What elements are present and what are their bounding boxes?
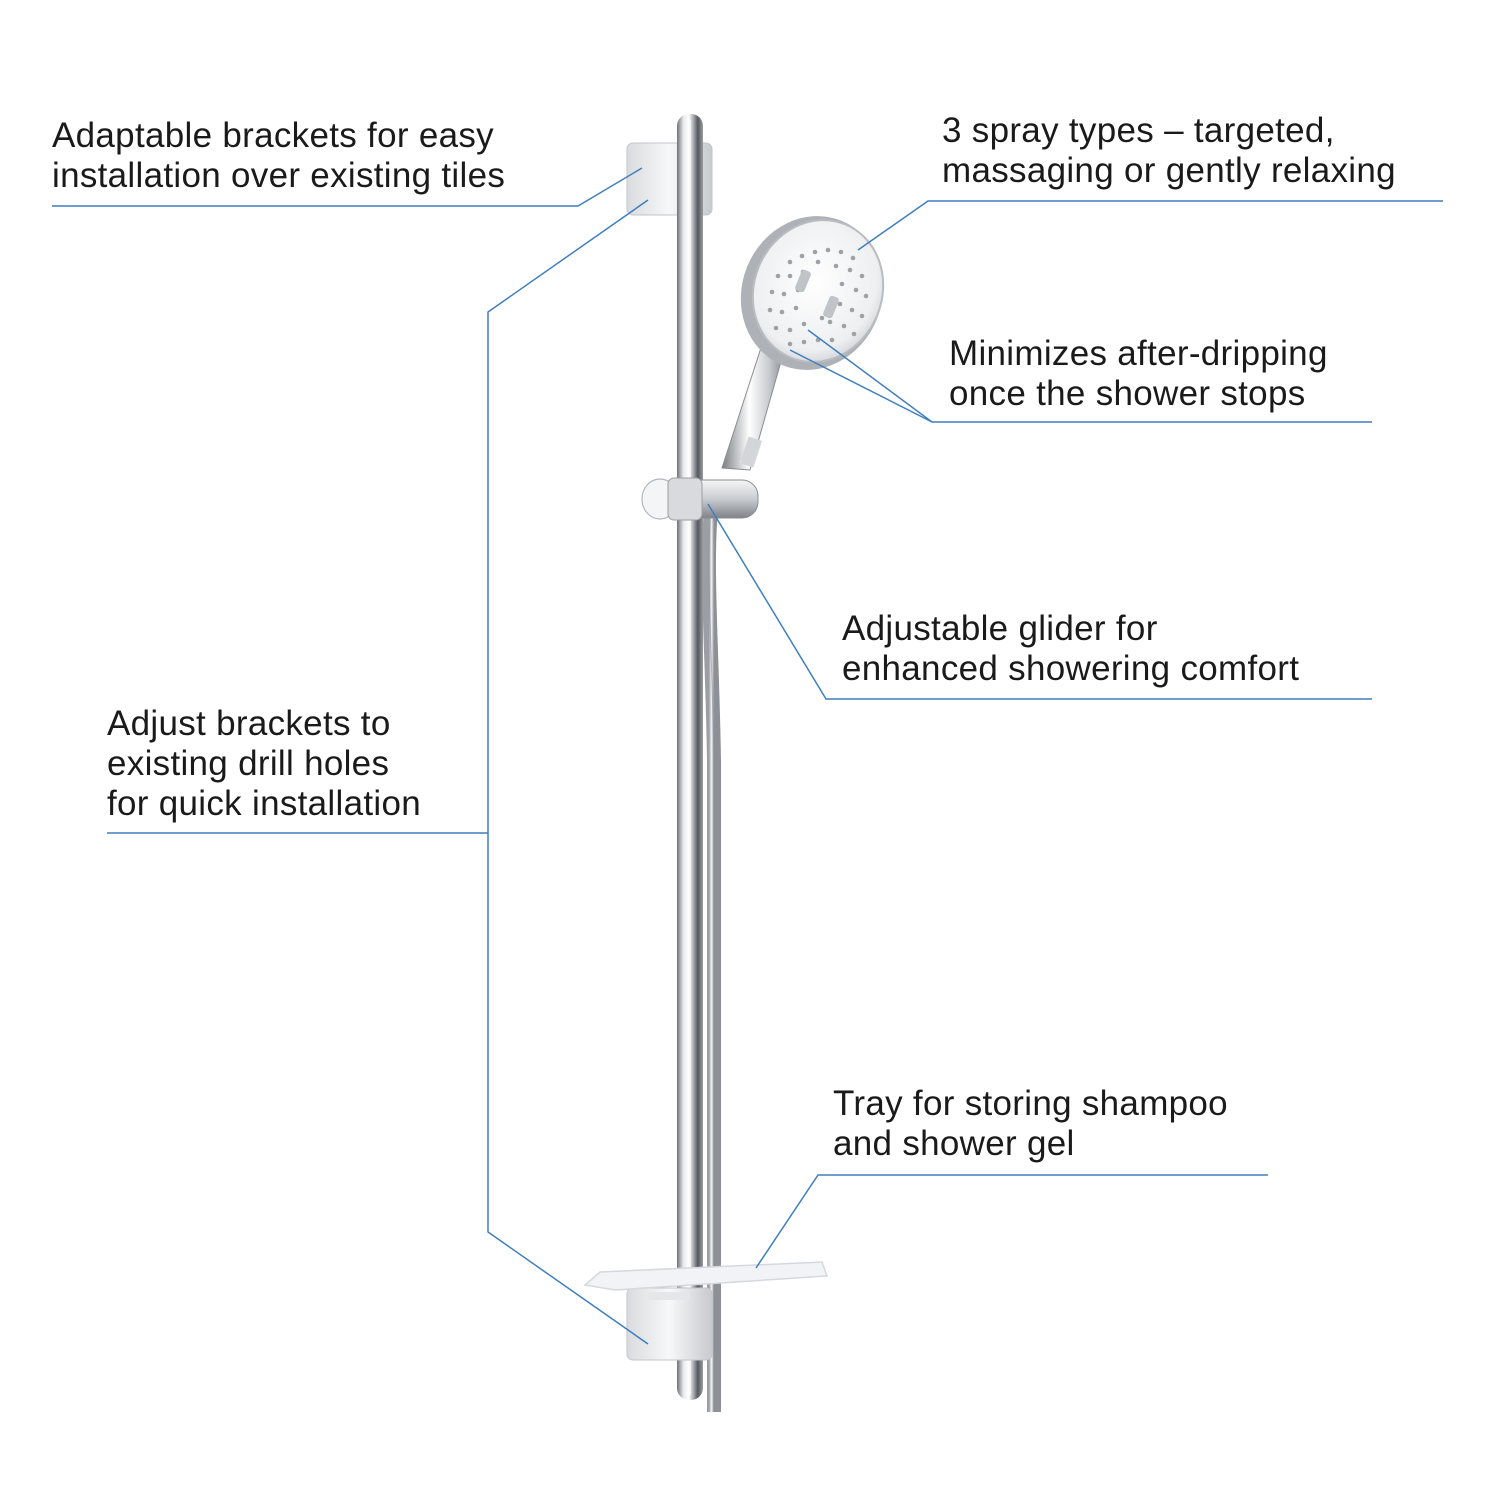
- callout-brackets-top: Adaptable brackets for easy installation…: [52, 116, 505, 196]
- callout-line: 3 spray types – targeted,: [942, 111, 1335, 150]
- leader-lines: [52, 167, 1443, 1345]
- brand-logo-icon: [740, 436, 762, 468]
- callout-line: Adjustable glider for: [842, 609, 1158, 648]
- hose: [701, 499, 721, 1412]
- rail: [677, 114, 703, 1400]
- hand-shower: [721, 216, 885, 471]
- callout-glider: Adjustable glider for enhanced showering…: [842, 609, 1299, 689]
- leader-tray: [755, 1174, 1268, 1269]
- leader-spray-types: [857, 200, 1443, 251]
- glider: [641, 477, 759, 521]
- callout-tray: Tray for storing shampoo and shower gel: [833, 1084, 1228, 1164]
- leader-drill-holes-down: [487, 833, 649, 1345]
- callout-line: Minimizes after-dripping: [949, 334, 1328, 373]
- leader-glider: [707, 503, 1372, 700]
- callout-line: Adjust brackets to: [107, 704, 391, 743]
- callout-line: massaging or gently relaxing: [942, 151, 1396, 190]
- callout-line: for quick installation: [107, 784, 421, 823]
- callout-line: installation over existing tiles: [52, 156, 506, 195]
- leader-brackets-top: [52, 167, 643, 207]
- callout-line: existing drill holes: [107, 744, 390, 783]
- callout-line: and shower gel: [833, 1124, 1075, 1163]
- callout-line: Adaptable brackets for easy: [52, 116, 494, 155]
- callout-drill-holes: Adjust brackets to existing drill holes …: [107, 704, 421, 824]
- leader-after-drip-lower: [789, 349, 933, 423]
- callout-after-drip: Minimizes after-dripping once the shower…: [949, 334, 1328, 414]
- callout-line: once the shower stops: [949, 374, 1306, 413]
- bracket-bottom: [626, 1287, 713, 1361]
- callout-line: enhanced showering comfort: [842, 649, 1300, 688]
- callout-line: Tray for storing shampoo: [833, 1084, 1228, 1123]
- callout-spray-types: 3 spray types – targeted, massaging or g…: [942, 111, 1396, 191]
- tray: [583, 1261, 829, 1300]
- leader-drill-holes-up: [487, 199, 649, 833]
